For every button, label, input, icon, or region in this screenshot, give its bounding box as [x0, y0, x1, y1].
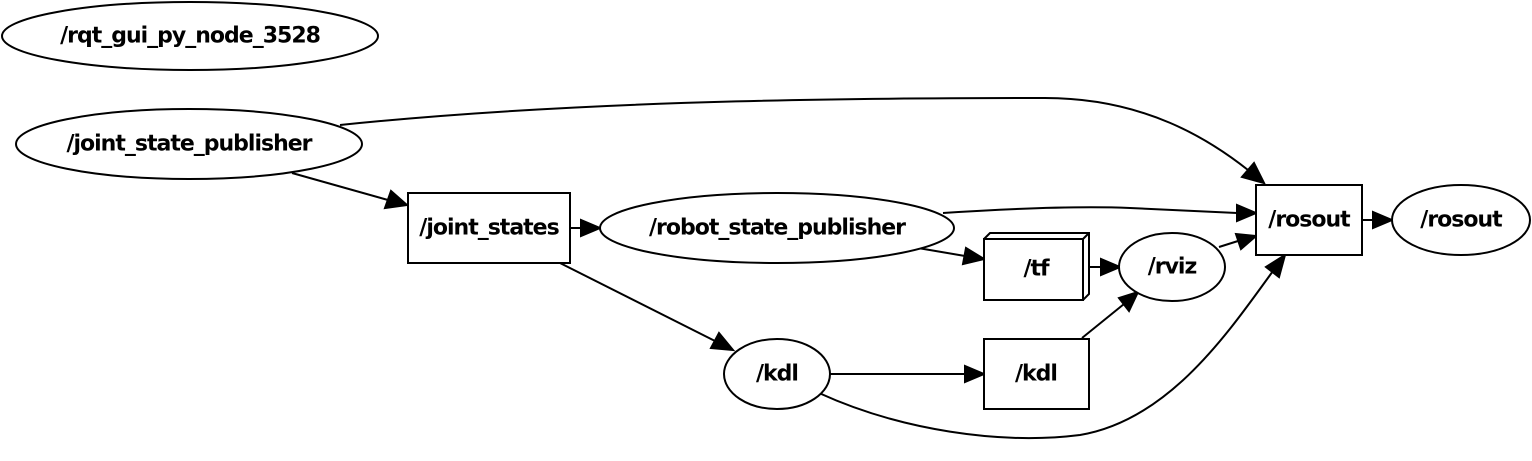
edge-kdl-topic-to-rviz[interactable] — [1081, 290, 1140, 339]
edge-arrowhead — [1236, 203, 1259, 223]
edge-line — [942, 206, 1238, 214]
edge-arrowhead — [1240, 161, 1266, 185]
node-label: /tf — [1023, 257, 1050, 282]
edge-arrowhead — [1234, 232, 1259, 251]
edge-joint-states-to-kdl-node[interactable] — [559, 262, 736, 352]
edge-arrowhead — [1264, 252, 1287, 279]
node-label: /rosout — [1420, 208, 1503, 233]
topic-box — [407, 192, 571, 264]
node-kdl[interactable]: /kdl — [723, 338, 831, 410]
topic-tf[interactable]: /tf — [983, 232, 1090, 301]
node-rosout[interactable]: /rosout — [1391, 184, 1531, 256]
node-ellipse — [723, 338, 831, 410]
topic-box3d-front — [983, 238, 1084, 301]
edge-arrowhead — [580, 218, 603, 238]
edge-line — [917, 247, 966, 257]
node-label: /robot_state_publisher — [649, 216, 906, 241]
edge-arrowhead — [1372, 210, 1395, 230]
edge-kdl-node-to-rosout-topic[interactable] — [818, 252, 1287, 439]
edge-line — [1218, 240, 1239, 248]
edge-line — [818, 270, 1274, 439]
topic-kdl[interactable]: /kdl — [983, 338, 1090, 410]
edge-tf-to-rviz[interactable] — [1089, 257, 1123, 277]
edge-joint-state-publisher-to-rosout-topic[interactable] — [339, 96, 1266, 185]
edge-arrowhead — [961, 246, 987, 266]
topic-joint-states[interactable]: /joint_states — [407, 192, 571, 264]
edge-arrowhead — [709, 331, 736, 352]
node-label: /kdl — [756, 362, 798, 387]
nodes: /rqt_gui_py_node_3528 /joint_state_publi… — [1, 1, 1531, 410]
node-ellipse — [15, 108, 363, 180]
topic-box — [1255, 184, 1363, 256]
edge-joint-state-publisher-to-joint-states[interactable] — [291, 172, 410, 210]
node-label: /rqt_gui_py_node_3528 — [60, 24, 320, 49]
edge-robot-state-publisher-to-tf[interactable] — [917, 246, 987, 266]
node-ellipse — [1118, 232, 1226, 302]
edge-line — [559, 262, 716, 342]
edge-arrowhead — [1117, 290, 1140, 313]
topic-rosout[interactable]: /rosout — [1255, 184, 1363, 256]
node-label: /joint_states — [419, 216, 559, 241]
edge-arrowhead — [383, 189, 410, 210]
edge-arrowhead — [964, 364, 987, 384]
node-robot-state-publisher[interactable]: /robot_state_publisher — [599, 192, 955, 264]
node-rqt-gui-py-node[interactable]: /rqt_gui_py_node_3528 — [1, 1, 379, 71]
node-ellipse — [1, 1, 379, 71]
node-label: /rosout — [1268, 208, 1351, 233]
node-joint-state-publisher[interactable]: /joint_state_publisher — [15, 108, 363, 180]
topic-box — [983, 338, 1090, 410]
edge-line — [291, 172, 389, 201]
node-ellipse — [599, 192, 955, 264]
node-label: /joint_state_publisher — [66, 132, 312, 157]
edge-arrowhead — [1100, 257, 1123, 277]
topic-box3d-edge — [1082, 232, 1090, 240]
edge-kdl-node-to-kdl-topic[interactable] — [830, 364, 987, 384]
edges — [291, 96, 1395, 439]
edge-robot-state-publisher-to-rosout-topic[interactable] — [942, 203, 1259, 223]
node-label: /kdl — [1015, 362, 1057, 387]
edge-joint-states-to-robot-state-publisher[interactable] — [571, 218, 603, 238]
edge-line — [339, 96, 1249, 171]
edge-line — [1081, 303, 1125, 339]
edge-rosout-topic-to-rosout-node[interactable] — [1362, 210, 1395, 230]
node-rviz[interactable]: /rviz — [1118, 232, 1226, 302]
node-label: /rviz — [1148, 255, 1197, 280]
edge-rviz-to-rosout-topic[interactable] — [1218, 232, 1259, 251]
node-ellipse — [1391, 184, 1531, 256]
